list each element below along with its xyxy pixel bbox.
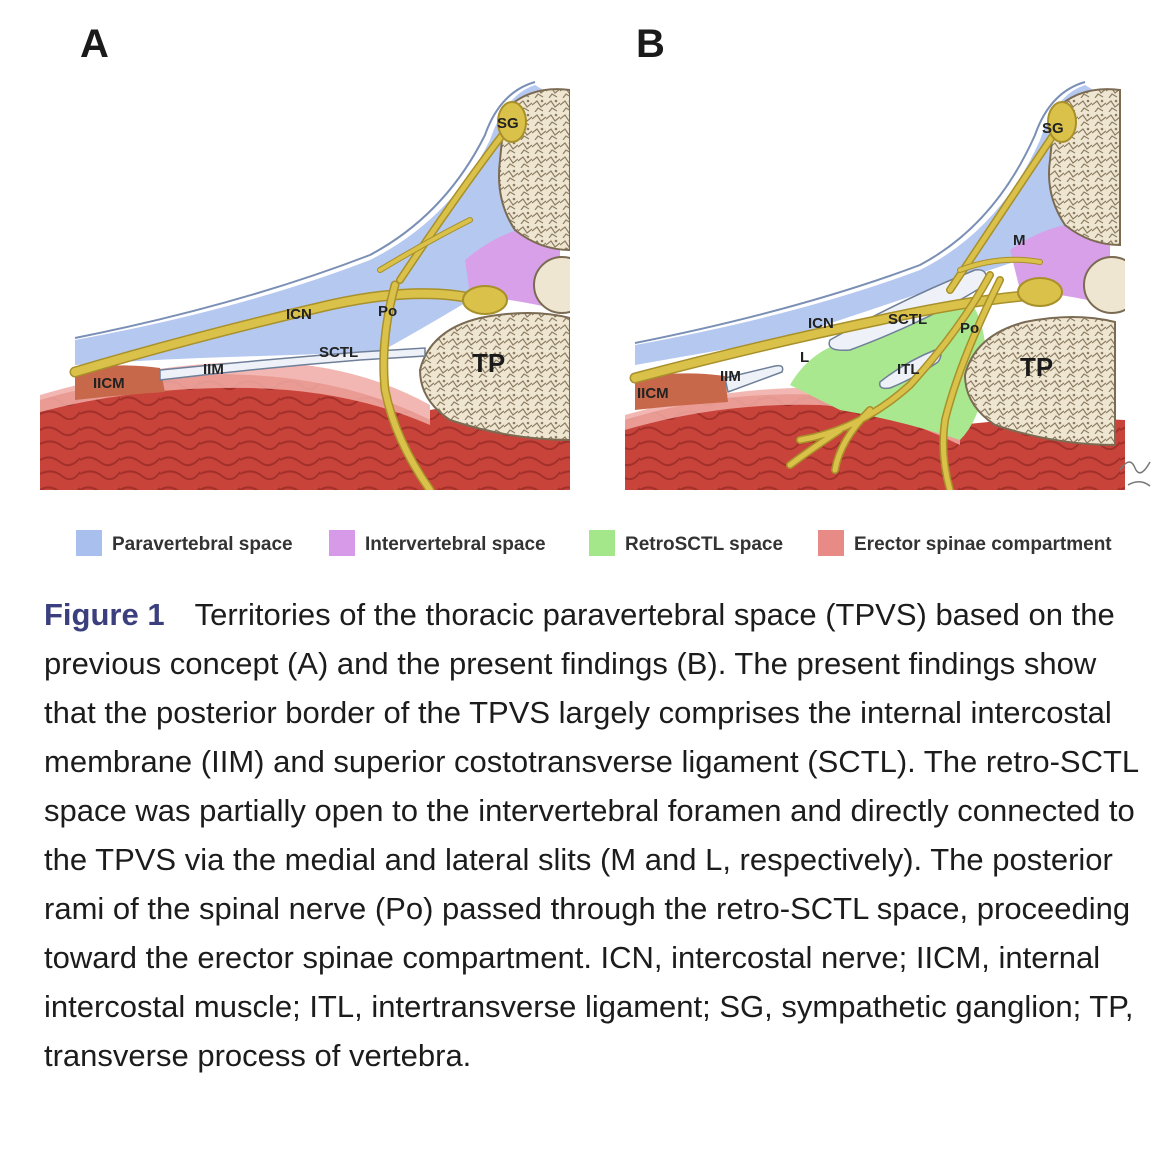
legend-label-paravertebral: Paravertebral space [112, 534, 293, 555]
pleura-line-a [74, 81, 536, 339]
pleura-line-b [634, 81, 1086, 344]
label-po-a: Po [378, 303, 397, 320]
transverse-process-b [963, 316, 1116, 447]
rib-head-a [533, 256, 570, 314]
anatomy-figure: A [40, 22, 1151, 556]
legend-swatch-intervertebral [329, 530, 355, 556]
label-itl-b: ITL [897, 361, 920, 378]
label-iim-a: IIM [203, 361, 224, 378]
label-tp-b: TP [1020, 352, 1053, 382]
retrosctl-space-b [790, 300, 986, 440]
label-iicm-a: IICM [93, 375, 125, 392]
legend-swatch-paravertebral [76, 530, 102, 556]
label-sctl-b: SCTL [888, 311, 927, 328]
sympathetic-ganglion-b [1047, 101, 1077, 143]
label-iim-b: IIM [720, 368, 741, 385]
legend-label-erector-spinae: Erector spinae compartment [854, 534, 1112, 555]
panel-a-letter: A [80, 22, 109, 66]
legend-label-retrosctl: RetroSCTL space [625, 534, 783, 555]
itl-ligament-b [878, 349, 942, 390]
spinal-ganglion-a [462, 285, 508, 315]
iim-membrane-b [724, 364, 784, 394]
rib-head-b [1083, 256, 1125, 314]
label-sg-a: SG [497, 115, 519, 132]
nerves-b [629, 121, 1064, 490]
label-l-b: L [800, 349, 809, 366]
iicm-muscle [75, 365, 165, 400]
label-sctl-a: SCTL [319, 344, 358, 361]
panel-b-letter: B [636, 22, 665, 66]
artist-signature [1119, 461, 1151, 487]
legend: Paravertebral space Intervertebral space… [76, 530, 1112, 556]
iim-sctl-membrane-a [159, 347, 426, 381]
legend-swatch-erector-spinae [818, 530, 844, 556]
label-m-b: M [1013, 232, 1026, 249]
nerves-a [69, 121, 514, 490]
label-po-b: Po [960, 320, 979, 337]
legend-swatch-retrosctl [589, 530, 615, 556]
transverse-process-a [418, 312, 570, 442]
figure-label: Figure 1 [44, 597, 165, 632]
panel-b: B [625, 22, 1151, 490]
label-tp-a: TP [472, 348, 505, 378]
sympathetic-ganglion-a [497, 101, 527, 143]
label-sg-b: SG [1042, 120, 1064, 137]
panel-a: A [40, 22, 570, 490]
spinal-ganglion-b [1017, 277, 1063, 307]
label-icn-b: ICN [808, 315, 834, 332]
label-icn-a: ICN [286, 306, 312, 323]
legend-label-intervertebral: Intervertebral space [365, 534, 546, 555]
caption-text: Territories of the thoracic paravertebra… [44, 597, 1138, 1073]
label-iicm-b: IICM [637, 385, 669, 402]
iicm-muscle-b [635, 373, 728, 410]
